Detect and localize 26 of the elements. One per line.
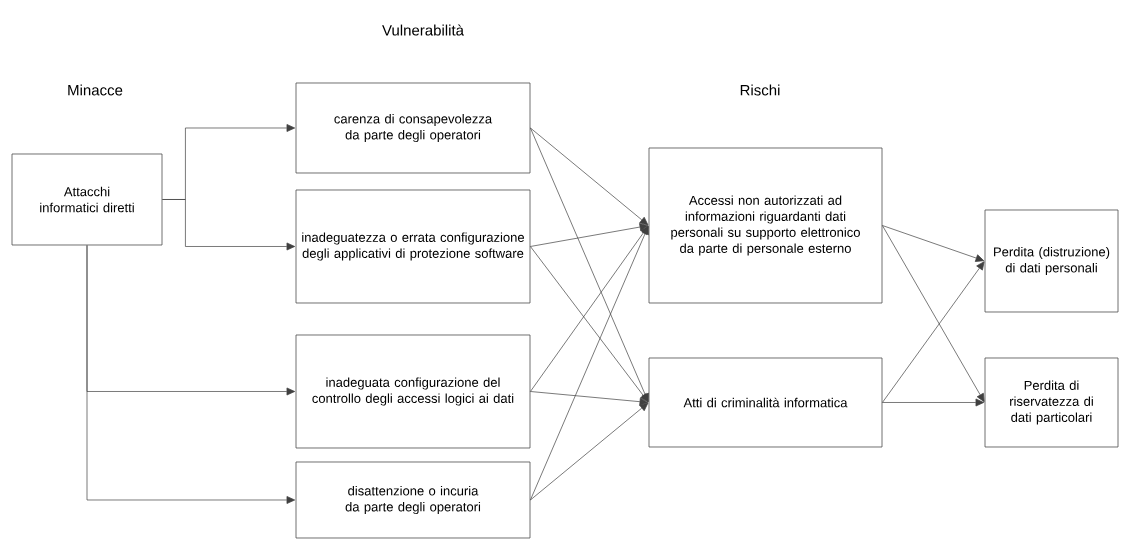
arrow (86, 245, 296, 504)
arrow (162, 199, 296, 251)
process-box: disattenzione o incuria da parte degli operatori (295, 461, 531, 539)
arrow (530, 127, 649, 403)
process-box: carenza di consapevolezza da parte degli operatori (295, 82, 531, 174)
arrow (530, 402, 649, 501)
arrow (530, 225, 649, 392)
column-heading: Rischi (740, 84, 780, 96)
arrow (882, 398, 985, 407)
arrow (882, 225, 985, 403)
process-box: Perdita di riservatezza di dati particolari (984, 357, 1119, 448)
process-box: Accessi non autorizzati ad informazioni riguardanti dati personali su supporto elettronico da parte di personale esterno (648, 147, 883, 304)
process-box: Attacchi informatici diretti (11, 153, 163, 246)
process-box: inadeguatezza o errata configurazione degli applicativi di protezione software (295, 189, 531, 304)
arrow (882, 225, 985, 262)
column-heading: Vulnerabilità (382, 24, 464, 36)
arrow (530, 391, 649, 406)
arrow (530, 127, 649, 226)
column-heading: Minacce (68, 84, 123, 96)
arrow (530, 223, 649, 247)
arrow (530, 225, 649, 501)
process-box: Perdita (distruzione) di dati personali (984, 209, 1119, 313)
arrow (882, 261, 985, 403)
process-box: inadeguata configurazione del controllo degli accessi logici ai dati (295, 334, 531, 449)
arrow (530, 246, 649, 403)
process-box: Atti di criminalità informatica (648, 357, 883, 448)
